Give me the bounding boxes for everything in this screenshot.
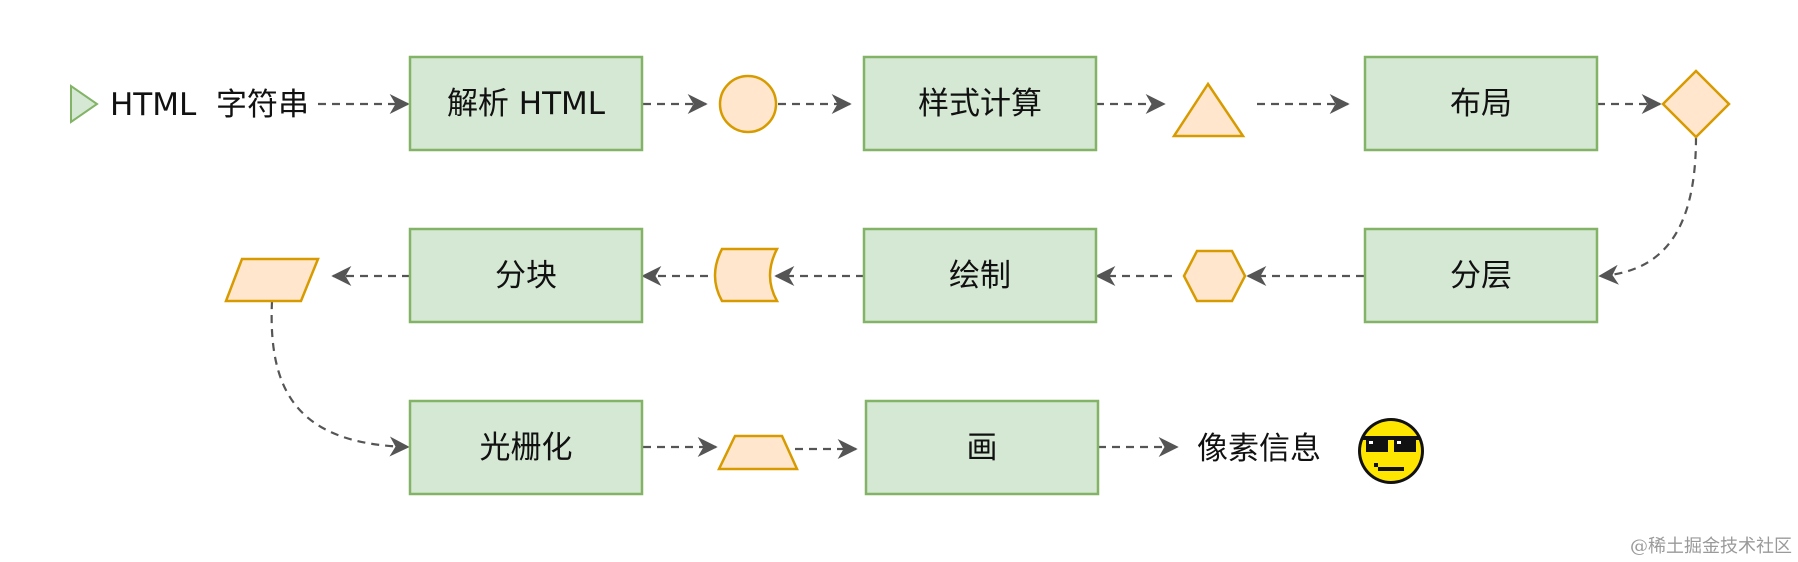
parallelogram-icon xyxy=(224,257,320,303)
step-layout: 布局 xyxy=(1363,55,1599,152)
arrow-layouttree-to-layer xyxy=(1598,136,1698,285)
step-label: 画 xyxy=(967,430,998,466)
triangle-icon xyxy=(1171,81,1246,138)
stored-data-icon xyxy=(713,247,780,303)
step-draw: 画 xyxy=(864,399,1100,496)
arrow-tiles-to-raster xyxy=(270,300,410,457)
step-label: 布局 xyxy=(1450,86,1512,122)
step-layer: 分层 xyxy=(1363,227,1599,324)
trapezoid-icon xyxy=(717,434,799,471)
step-paint: 绘制 xyxy=(862,227,1098,324)
step-tile: 分块 xyxy=(408,227,644,324)
step-label: 样式计算 xyxy=(918,86,1042,122)
step-label: 绘制 xyxy=(949,258,1011,294)
step-label: 分块 xyxy=(495,258,557,294)
end-label: 像素信息 xyxy=(1197,431,1321,467)
step-label: 分层 xyxy=(1450,258,1512,294)
connectors xyxy=(270,94,1698,459)
step-raster: 光栅化 xyxy=(408,399,644,496)
start-node: HTML 字符串 xyxy=(70,84,309,124)
diamond-icon xyxy=(1661,69,1731,139)
step-label: 光栅化 xyxy=(480,430,573,466)
step-style: 样式计算 xyxy=(862,55,1098,152)
process-boxes: 解析 HTML 样式计算 布局 分层 绘制 分块 光栅化 画 xyxy=(408,55,1599,496)
step-label: 解析 HTML xyxy=(447,86,606,122)
green-triangle-icon xyxy=(70,84,99,124)
step-parse: 解析 HTML xyxy=(408,55,644,152)
start-label: HTML 字符串 xyxy=(110,87,309,123)
hexagon-icon xyxy=(1182,249,1247,303)
sunglasses-smiley-icon xyxy=(1358,418,1424,484)
intermediate-shapes xyxy=(224,69,1731,471)
circle-icon xyxy=(718,74,778,134)
watermark: @稀土掘金技术社区 xyxy=(1630,536,1792,557)
